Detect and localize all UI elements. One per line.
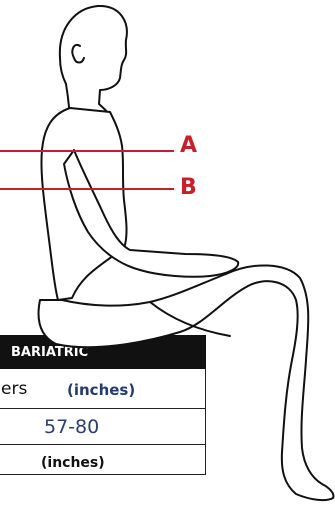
marker-b-label: B [180, 177, 197, 199]
legs-outline [39, 265, 334, 500]
marker-a-label: A [180, 135, 197, 157]
